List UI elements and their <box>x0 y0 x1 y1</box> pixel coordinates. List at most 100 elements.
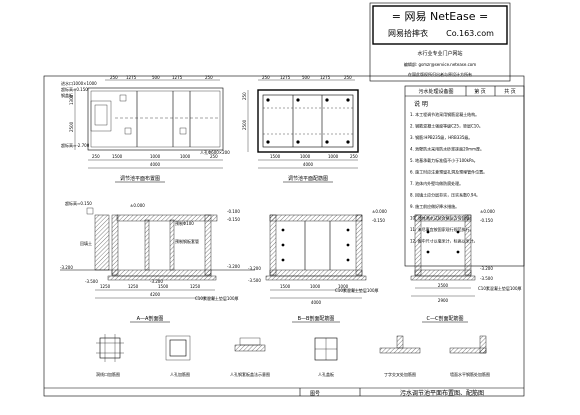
section-cc: ±0.000 -0.150 -3.200 -3.500 C10素混凝土垫层100… <box>410 209 522 323</box>
title-block-box <box>369 2 511 82</box>
plan-manhole <box>119 94 127 102</box>
svg-text:1000: 1000 <box>300 154 311 159</box>
notes-title: 说 明 <box>414 100 428 108</box>
plan-view-title: 调节池平面布置图 <box>120 175 160 182</box>
drawing-title: 污水调节池平面布置图、配筋图 <box>400 389 484 397</box>
detail-5: 丁字交叉处加筋图 <box>379 335 421 377</box>
section-aa: 超标高≈0.150 预制Φ100 预制钢板套管 回填土 C10素混凝土垫层100… <box>60 200 255 323</box>
svg-text:250: 250 <box>110 75 118 80</box>
svg-text:2500: 2500 <box>69 121 74 132</box>
svg-text:-3.200: -3.200 <box>480 266 493 271</box>
title-line1-left: 网易拾摔衣 <box>388 28 428 38</box>
note-item: 7. 池体内外壁均做防腐处理。 <box>410 180 463 186</box>
note-item: 5. 地基承载力标准值不小于100kPa。 <box>410 157 478 163</box>
svg-text:±0.000: ±0.000 <box>372 209 387 214</box>
title-line2: 水行业专业门户网站 <box>417 50 462 57</box>
notes-list: 1. 本工程调节池采用钢筋混凝土结构。 2. 钢筋混凝土强度等级C25，垫层C10… <box>410 111 487 244</box>
svg-text:-3.200: -3.200 <box>248 266 261 271</box>
title-line1-right: Co.163.com <box>446 29 494 38</box>
detail-1: 洞线口加筋图 <box>96 334 124 377</box>
detail-title-5: 丁字交叉处加筋图 <box>384 371 416 377</box>
svg-text:C10素混凝土垫层100厚: C10素混凝土垫层100厚 <box>478 285 522 291</box>
svg-text:-0.150: -0.150 <box>372 218 385 223</box>
side-table: 污水处理设备图 第 页 共 页 说 明 1. 本工程调节池采用钢筋混凝土结构。2… <box>404 85 525 267</box>
detail-6: 墙面水平钢筋处加筋图 <box>449 335 490 377</box>
detail-4: 人孔盖板 <box>314 337 338 377</box>
svg-text:-3.500: -3.500 <box>248 278 261 283</box>
details-row: 洞线口加筋图 人孔加筋图 人孔钢套板盖法示意图 人孔盖板 丁字交叉处加筋图 墙面… <box>96 334 490 377</box>
title-line3: 编辑部: gsmzr@service.netease.com <box>404 61 476 67</box>
svg-text:预制Φ100: 预制Φ100 <box>175 220 194 226</box>
svg-text:2500: 2500 <box>438 283 449 288</box>
svg-text:1000: 1000 <box>180 154 191 159</box>
svg-text:-3.200: -3.200 <box>60 265 73 270</box>
svg-text:1500: 1500 <box>158 284 169 289</box>
svg-text:1500: 1500 <box>280 284 291 289</box>
svg-text:1275: 1275 <box>172 75 183 80</box>
note-item: 11. 未尽事宜按国家现行规范执行。 <box>410 226 474 232</box>
svg-text:250: 250 <box>350 154 358 159</box>
svg-text:-0.150: -0.150 <box>480 218 493 223</box>
detail-title-4: 人孔盖板 <box>318 371 334 377</box>
svg-text:1275: 1275 <box>126 75 137 80</box>
note-item: 2. 钢筋混凝土强度等级C25，垫层C10。 <box>410 123 483 129</box>
svg-text:回填土: 回填土 <box>80 240 92 246</box>
detail-title-2: 人孔加筋图 <box>170 371 190 377</box>
note-item: 8. 回填土应分层夯实，压实系数0.94。 <box>410 192 480 198</box>
svg-text:超标高≈0.150: 超标高≈0.150 <box>65 200 92 206</box>
plan-view: 250 1275 500 1275 250 进水口1000×1000 超标高≈0… <box>61 75 230 183</box>
section-aa-title: A—A剖面图 <box>137 315 164 322</box>
svg-text:预制钢板套管: 预制钢板套管 <box>175 238 199 244</box>
svg-text:C10素混凝土垫层100厚: C10素混凝土垫层100厚 <box>195 295 239 301</box>
note-item: 12. 图中尺寸以毫米计，标高以米计。 <box>410 238 478 244</box>
svg-text:500: 500 <box>302 75 310 80</box>
svg-text:250: 250 <box>92 154 100 159</box>
note-item: 6. 施工时应注意预留孔洞及预埋管件位置。 <box>410 169 487 175</box>
side-table-box <box>404 85 525 267</box>
svg-text:±0.000: ±0.000 <box>480 209 495 214</box>
svg-text:1275: 1275 <box>320 75 331 80</box>
svg-text:超标高≈-2.700: 超标高≈-2.700 <box>61 142 90 148</box>
detail-title-6: 墙面水平钢筋处加筋图 <box>450 371 490 377</box>
detail-title-3: 人孔钢套板盖法示意图 <box>230 371 270 377</box>
svg-text:-0.150: -0.150 <box>227 217 240 222</box>
svg-text:-3.500: -3.500 <box>85 279 98 284</box>
svg-text:4000: 4000 <box>311 300 322 305</box>
section-bb-title: B—B剖面配筋图 <box>298 315 335 322</box>
svg-text:-3.200: -3.200 <box>227 264 240 269</box>
svg-text:2900: 2900 <box>438 298 449 303</box>
svg-text:1275: 1275 <box>280 75 291 80</box>
svg-text:人孔Φ600×200: 人孔Φ600×200 <box>200 149 230 155</box>
svg-text:4000: 4000 <box>150 162 161 167</box>
note-item: 3. 钢筋:HPB235级，HRB335级。 <box>410 134 472 140</box>
svg-text:1500: 1500 <box>112 154 123 159</box>
svg-text:250: 250 <box>210 154 218 159</box>
rebar-plan-title: 调节池平面配筋图 <box>288 175 328 182</box>
svg-text:4200: 4200 <box>150 292 161 297</box>
svg-text:钢盖板: 钢盖板 <box>61 92 73 98</box>
svg-text:±0.000: ±0.000 <box>130 203 145 208</box>
svg-text:超标高≈0.150: 超标高≈0.150 <box>61 86 88 92</box>
svg-text:1000: 1000 <box>338 284 349 289</box>
rebar-plan: 250 1275 500 1275 250 250 2500 1500 1000… <box>242 75 359 183</box>
title-banner-box <box>372 5 508 45</box>
title-block: = 网易 NetEase = 网易拾摔衣 Co.163.com 水行业专业门户网… <box>369 2 511 82</box>
svg-text:-3.500: -3.500 <box>480 276 493 281</box>
svg-text:1250: 1250 <box>128 284 139 289</box>
note-item: 1. 本工程调节池采用钢筋混凝土结构。 <box>410 111 479 117</box>
rebar-plan-wall <box>257 89 359 153</box>
note-item: 4. 池壁防水采用防水砂浆抹面20mm厚。 <box>410 146 484 152</box>
svg-text:-0.100: -0.100 <box>227 209 240 214</box>
plan-inlet-box <box>90 100 112 132</box>
svg-text:1000: 1000 <box>150 154 161 159</box>
side-table-total: 共 页 <box>504 88 516 95</box>
svg-text:250: 250 <box>262 75 270 80</box>
svg-text:1250: 1250 <box>100 284 111 289</box>
note-item: 9. 施工前应做好降水措施。 <box>410 203 459 209</box>
svg-text:1250: 1250 <box>190 284 201 289</box>
svg-text:1000: 1000 <box>328 154 339 159</box>
svg-text:250: 250 <box>242 92 247 100</box>
detail-title-1: 洞线口加筋图 <box>96 371 120 377</box>
